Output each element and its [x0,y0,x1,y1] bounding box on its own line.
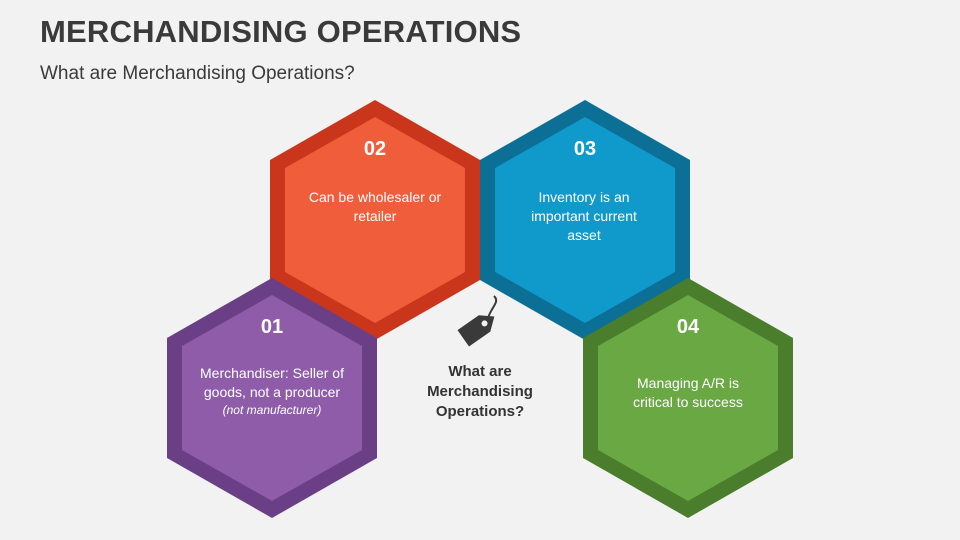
hexagon-03-number: 03 [573,138,597,160]
hexagon-02-number: 02 [363,138,387,160]
hexagon-01-text-block: Merchandiser: Seller of goods, not a pro… [200,364,344,419]
hexagon-04 [583,278,793,518]
center-question: What are Merchandising Operations? [427,363,533,420]
hexagon-01-number: 01 [260,316,284,338]
price-tag-icon [457,315,495,347]
hexagon-04-inner [598,295,778,501]
page-subtitle: What are Merchandising Operations? [40,63,355,84]
hexagon-01-note: (not manufacturer) [222,403,322,417]
hexagon-02 [270,100,480,340]
hexagon-03-text: Inventory is an important current asset [531,189,637,243]
hexagon-01 [167,278,377,518]
price-tag-string [487,295,498,319]
hexagon-03-inner [495,117,675,323]
hexagon-02-text: Can be wholesaler or retailer [308,189,442,224]
hexagon-03 [480,100,690,340]
page-title: MERCHANDISING OPERATIONS [40,14,522,49]
hexagon-01-inner [182,295,362,501]
hexagon-02-inner [285,117,465,323]
hexagon-01-text: Merchandiser: Seller of goods, not a pro… [200,365,344,400]
hexagon-04-text: Managing A/R is critical to success [633,375,743,410]
hexagon-04-number: 04 [676,316,700,338]
